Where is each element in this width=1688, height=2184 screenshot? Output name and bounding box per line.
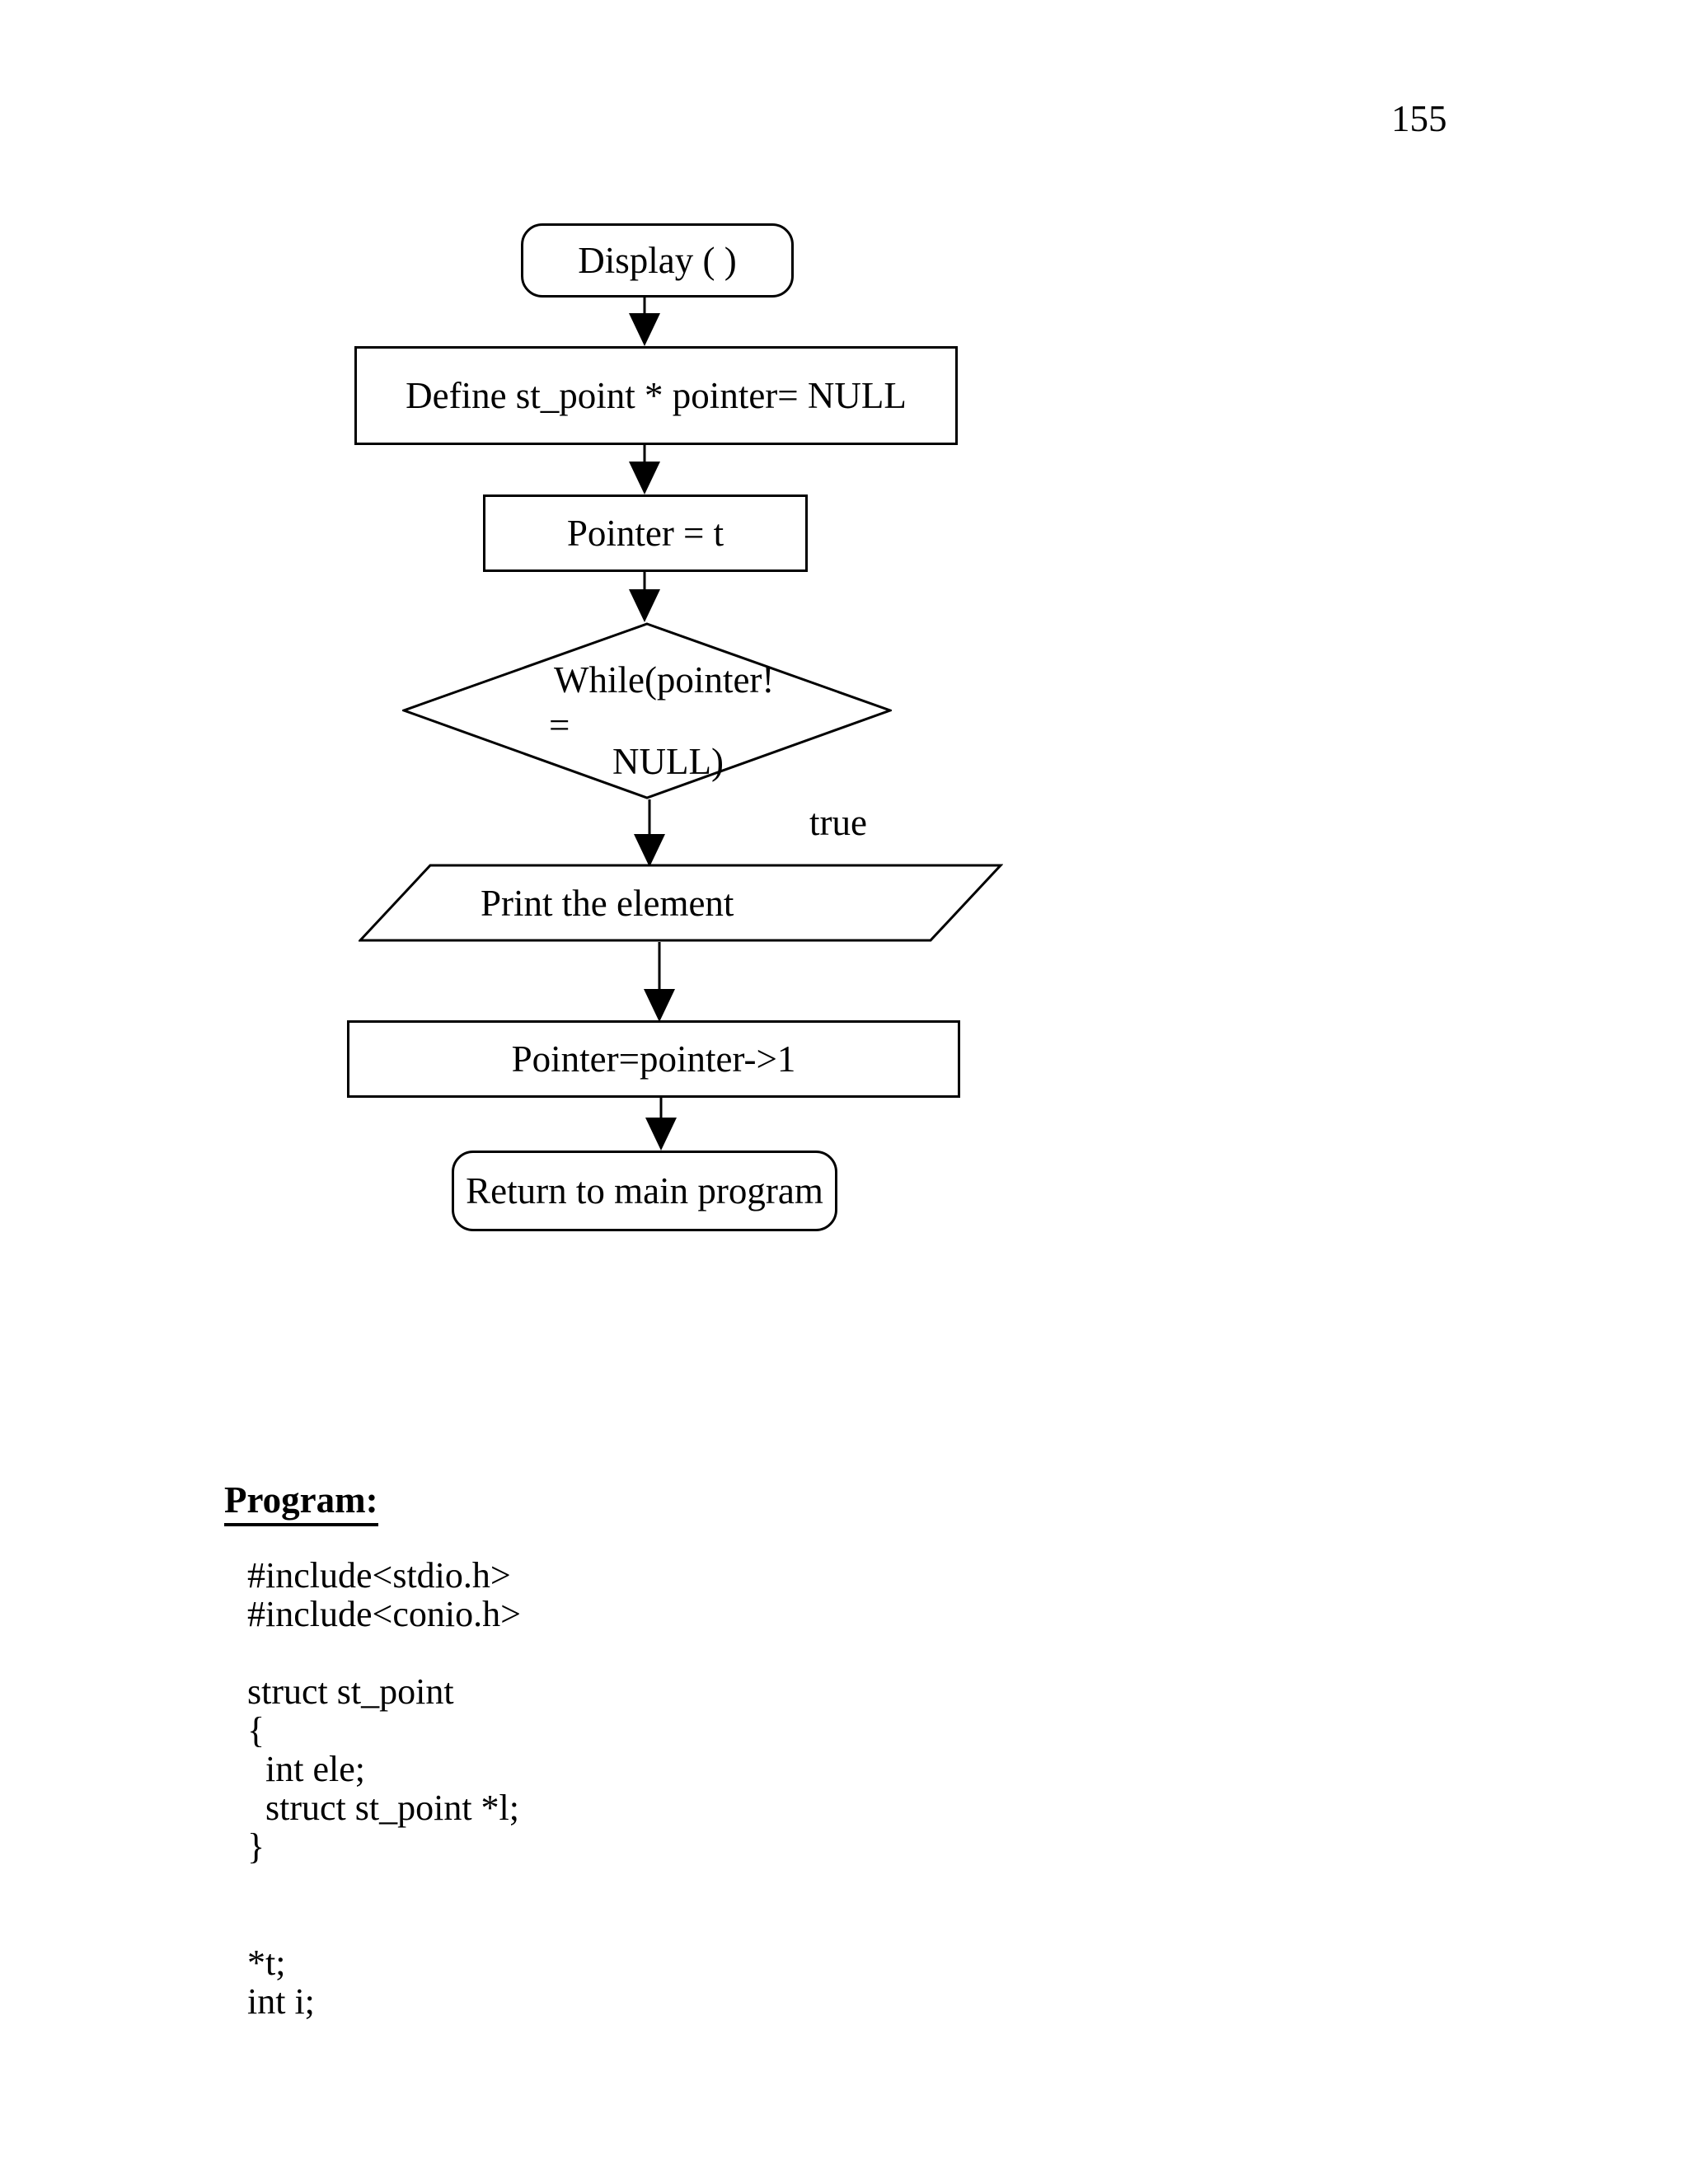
flowchart-decision-diamond: While(pointer! = NULL) — [402, 622, 892, 799]
flowchart-assign-process: Pointer = t — [483, 494, 808, 572]
arrow-head-icon — [644, 989, 675, 1022]
end-label: Return to main program — [466, 1170, 823, 1212]
decision-line-2: = — [549, 705, 570, 746]
arrow-shaft — [643, 298, 646, 313]
flow-arrow-4 — [633, 799, 666, 867]
flowchart-advance-process: Pointer=pointer->1 — [347, 1020, 960, 1098]
flow-arrow-6 — [645, 1098, 678, 1151]
code-line: #include<stdio.h> — [247, 1555, 511, 1596]
flow-arrow-5 — [643, 942, 676, 1022]
flow-arrow-2 — [628, 445, 661, 494]
diamond-shape — [402, 622, 892, 799]
arrow-head-icon — [634, 834, 665, 867]
code-line — [247, 1905, 521, 1943]
advance-label: Pointer=pointer->1 — [511, 1038, 796, 1080]
code-line: int ele; — [247, 1749, 365, 1789]
arrow-head-icon — [629, 589, 660, 622]
parallelogram-shape — [359, 864, 1003, 942]
program-heading: Program: — [224, 1482, 378, 1526]
page-number: 155 — [1391, 98, 1447, 139]
flowchart-print-parallelogram: Print the element — [359, 864, 1003, 942]
start-label: Display ( ) — [578, 240, 737, 281]
define-label: Define st_point * pointer= NULL — [406, 375, 907, 416]
arrow-head-icon — [629, 313, 660, 346]
code-line — [247, 1633, 521, 1672]
code-line: } — [247, 1826, 265, 1867]
flowchart-define-process: Define st_point * pointer= NULL — [354, 346, 958, 445]
decision-line-3: NULL) — [612, 741, 724, 782]
true-branch-label: true — [809, 802, 867, 843]
code-line: struct st_point *l; — [247, 1788, 519, 1828]
arrow-shaft — [658, 942, 661, 989]
code-line: int i; — [247, 1981, 315, 2022]
code-line: *t; — [247, 1943, 286, 1983]
code-line: { — [247, 1710, 265, 1750]
flow-arrow-1 — [628, 298, 661, 346]
arrow-shaft — [659, 1098, 663, 1118]
assign-label: Pointer = t — [566, 513, 724, 554]
program-code: #include<stdio.h>#include<conio.h> struct… — [247, 1556, 521, 2021]
flowchart-start-terminator: Display ( ) — [521, 223, 794, 298]
decision-line-1: While(pointer! — [554, 659, 775, 701]
code-line — [247, 1866, 521, 1905]
code-line: struct st_point — [247, 1671, 454, 1712]
flow-arrow-3 — [628, 572, 661, 622]
flowchart-end-terminator: Return to main program — [452, 1151, 837, 1231]
print-label: Print the element — [481, 882, 734, 924]
code-line: #include<conio.h> — [247, 1594, 521, 1634]
arrow-shaft — [643, 445, 646, 462]
arrow-head-icon — [629, 462, 660, 494]
arrow-head-icon — [645, 1118, 677, 1151]
arrow-shaft — [643, 572, 646, 589]
arrow-shaft — [648, 799, 651, 834]
